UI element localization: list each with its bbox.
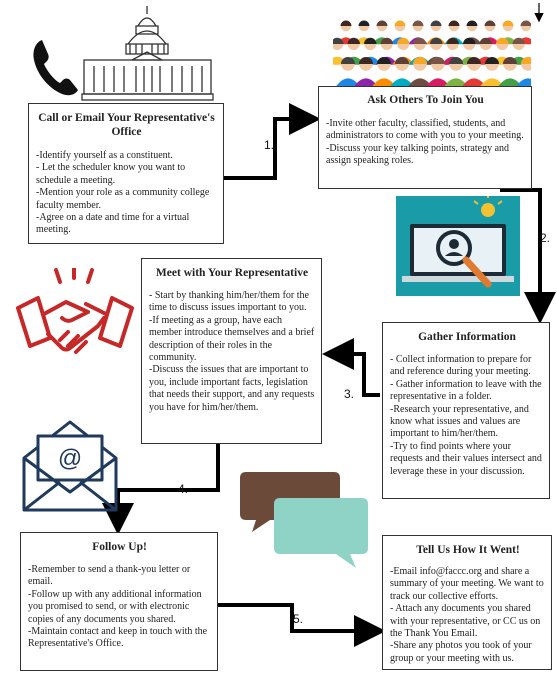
- capitol-building-icon: [81, 6, 214, 101]
- follow-up-body: -Remember to send a thank-you letter or …: [28, 564, 208, 650]
- ask-others-body: -Invite other faculty, classified, stude…: [326, 118, 524, 167]
- call-office-box: Call or Email Your Representative's Offi…: [28, 103, 224, 244]
- meet-representative-body: - Start by thanking him/her/them for the…: [149, 290, 315, 413]
- step-number-4: 4.: [178, 482, 189, 496]
- svg-text:@: @: [58, 445, 82, 472]
- step-number-5: 5.: [293, 612, 304, 626]
- follow-up-box: Follow Up! -Remember to send a thank-you…: [20, 532, 218, 671]
- tell-us-body: -Email info@faccc.org and share a summar…: [390, 566, 544, 664]
- arrow-step-3: [322, 338, 380, 397]
- handshake-icon: [16, 268, 134, 354]
- tell-us-box: Tell Us How It Went! -Email info@faccc.o…: [382, 535, 552, 670]
- step-number-1: 1.: [264, 138, 275, 152]
- gather-info-body: - Collect information to prepare for and…: [390, 354, 542, 477]
- ask-others-box: Ask Others To Join You -Invite other fac…: [318, 86, 532, 189]
- crowd-icon: [333, 20, 531, 88]
- gather-info-title: Gather Information: [418, 331, 516, 343]
- ask-others-title: Ask Others To Join You: [367, 94, 484, 106]
- chat-bubbles-icon: [240, 472, 368, 568]
- phone-icon: [33, 40, 78, 96]
- computer-search-icon: [396, 196, 520, 296]
- step-number-2: 2.: [540, 231, 551, 245]
- tell-us-title: Tell Us How It Went!: [416, 544, 520, 556]
- call-office-title: Call or Email Your Representative's Offi…: [38, 112, 215, 138]
- meet-representative-box: Meet with Your Representative - Start by…: [141, 258, 322, 444]
- arrow-step-4: [102, 444, 220, 535]
- gather-info-box: Gather Information - Collect information…: [382, 322, 550, 499]
- follow-up-title: Follow Up!: [92, 541, 147, 553]
- arrow-step-2: [500, 188, 556, 324]
- email-envelope-icon: @: [22, 420, 118, 512]
- meet-representative-title: Meet with Your Representative: [155, 267, 309, 279]
- arrow-step-5: [218, 603, 386, 647]
- arrow-step-1: [224, 103, 321, 180]
- call-office-body: -Identify yourself as a constituent. - L…: [36, 150, 210, 236]
- step-number-3: 3.: [344, 387, 355, 401]
